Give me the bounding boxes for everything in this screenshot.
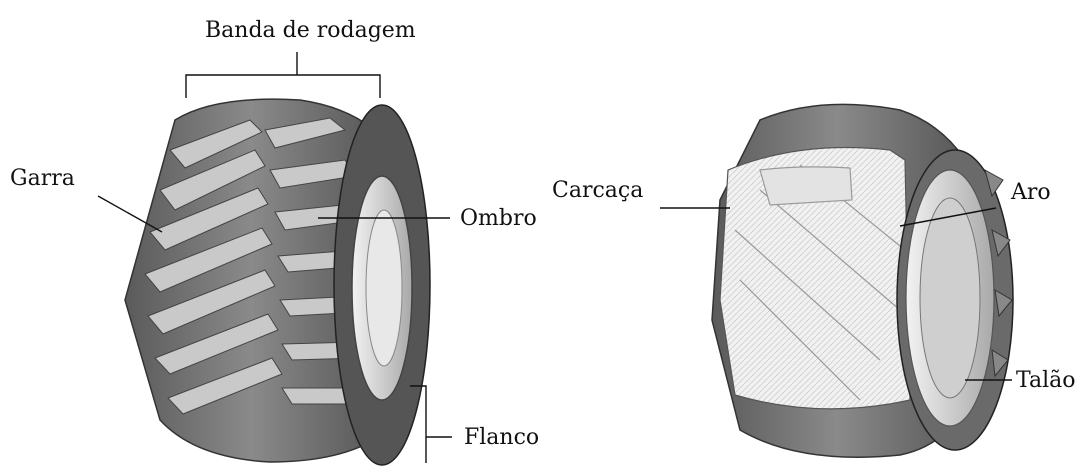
label-sidewall: Flanco: [464, 427, 539, 449]
label-rim: Aro: [1011, 182, 1051, 204]
label-tread: Banda de rodagem: [205, 20, 416, 42]
label-lug: Garra: [10, 168, 75, 190]
right-tire: [712, 104, 1013, 457]
tread-bracket: [186, 75, 380, 98]
label-carcass: Carcaça: [552, 180, 643, 202]
label-bead: Talão: [1016, 370, 1075, 392]
left-tire: [125, 99, 430, 465]
label-shoulder: Ombro: [460, 208, 537, 230]
